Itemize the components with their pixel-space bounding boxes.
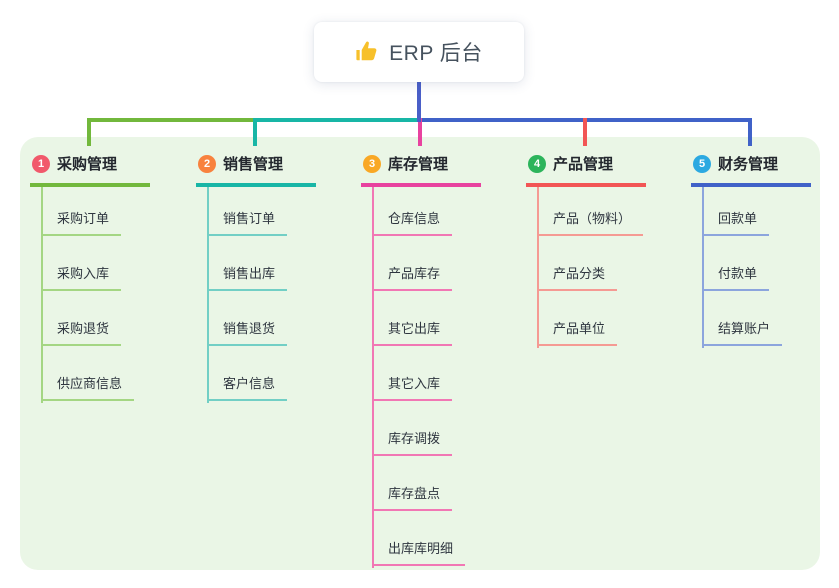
branch-vertical-line [702, 187, 704, 348]
child-row: 结算账户 [702, 291, 839, 346]
branch-header[interactable]: 3 库存管理 [361, 147, 481, 187]
child-node[interactable]: 产品单位 [537, 318, 618, 346]
child-row: 产品分类 [537, 236, 686, 291]
branch-number-badge: 4 [528, 154, 546, 173]
child-node[interactable]: 采购订单 [41, 208, 122, 236]
branch-children: 采购订单采购入库采购退货供应商信息 [41, 187, 190, 403]
child-node[interactable]: 付款单 [702, 263, 770, 291]
branch-drop-line [583, 118, 587, 146]
root-node[interactable]: ERP 后台 [314, 22, 524, 82]
root-stem-line [417, 80, 421, 122]
branch-children: 产品（物料） 产品分类产品单位 [537, 187, 686, 348]
branch-column: 4 产品管理产品（物料） 产品分类产品单位 [526, 147, 686, 348]
child-row: 库存盘点 [372, 456, 521, 511]
child-row: 销售出库 [207, 236, 356, 291]
child-node[interactable]: 出库库明细 [372, 538, 466, 566]
child-row: 客户信息 [207, 346, 356, 401]
branch-number-badge: 1 [32, 154, 50, 173]
branch-vertical-line [207, 187, 209, 403]
branch-number-badge: 5 [693, 154, 711, 173]
thumbs-up-icon [355, 40, 379, 64]
branch-header[interactable]: 1 采购管理 [30, 147, 150, 187]
mindmap-panel [20, 137, 820, 570]
child-row: 仓库信息 [372, 187, 521, 236]
child-row: 库存调拨 [372, 401, 521, 456]
branch-drop-line [418, 118, 422, 146]
child-node[interactable]: 销售出库 [207, 263, 288, 291]
branch-vertical-line [537, 187, 539, 348]
child-node[interactable]: 回款单 [702, 208, 770, 236]
child-row: 采购订单 [41, 187, 190, 236]
branch-drop-line [87, 118, 91, 146]
branch-children: 回款单付款单结算账户 [702, 187, 839, 348]
branch-vertical-line [41, 187, 43, 403]
branch-label: 采购管理 [57, 156, 118, 173]
branch-column: 2 销售管理销售订单销售出库销售退货客户信息 [196, 147, 356, 403]
child-node[interactable]: 产品分类 [537, 263, 618, 291]
child-node[interactable]: 仓库信息 [372, 208, 453, 236]
branch-column: 1 采购管理采购订单采购入库采购退货供应商信息 [30, 147, 190, 403]
child-node[interactable]: 其它出库 [372, 318, 453, 346]
branch-rail-line [253, 118, 419, 122]
branch-drop-line [253, 118, 257, 146]
root-label: ERP 后台 [389, 42, 483, 65]
branch-number-badge: 3 [363, 154, 381, 173]
child-node[interactable]: 销售退货 [207, 318, 288, 346]
branch-rail-line [87, 118, 255, 122]
child-node[interactable]: 其它入库 [372, 373, 453, 401]
branch-label: 销售管理 [223, 156, 284, 173]
child-row: 付款单 [702, 236, 839, 291]
child-node[interactable]: 销售订单 [207, 208, 288, 236]
child-node[interactable]: 产品库存 [372, 263, 453, 291]
branch-vertical-line [372, 187, 374, 568]
child-node[interactable]: 供应商信息 [41, 373, 135, 401]
child-node[interactable]: 库存盘点 [372, 483, 453, 511]
branch-header[interactable]: 2 销售管理 [196, 147, 316, 187]
child-row: 供应商信息 [41, 346, 190, 401]
child-row: 其它出库 [372, 291, 521, 346]
child-row: 采购退货 [41, 291, 190, 346]
branch-header[interactable]: 5 财务管理 [691, 147, 811, 187]
child-row: 销售订单 [207, 187, 356, 236]
child-node[interactable]: 采购入库 [41, 263, 122, 291]
child-node[interactable]: 产品（物料） [537, 208, 644, 236]
child-row: 产品库存 [372, 236, 521, 291]
branch-drop-line [748, 118, 752, 146]
child-row: 产品（物料） [537, 187, 686, 236]
child-row: 回款单 [702, 187, 839, 236]
branch-header[interactable]: 4 产品管理 [526, 147, 646, 187]
child-row: 采购入库 [41, 236, 190, 291]
branch-children: 销售订单销售出库销售退货客户信息 [207, 187, 356, 403]
branch-label: 库存管理 [388, 156, 449, 173]
child-row: 销售退货 [207, 291, 356, 346]
child-node[interactable]: 库存调拨 [372, 428, 453, 456]
branch-column: 3 库存管理仓库信息产品库存其它出库其它入库库存调拨库存盘点出库库明细 [361, 147, 521, 568]
branch-children: 仓库信息产品库存其它出库其它入库库存调拨库存盘点出库库明细 [372, 187, 521, 568]
branch-label: 财务管理 [718, 156, 779, 173]
child-node[interactable]: 结算账户 [702, 318, 783, 346]
child-node[interactable]: 采购退货 [41, 318, 122, 346]
branch-number-badge: 2 [198, 154, 216, 173]
child-node[interactable]: 客户信息 [207, 373, 288, 401]
child-row: 出库库明细 [372, 511, 521, 566]
child-row: 产品单位 [537, 291, 686, 346]
branch-column: 5 财务管理回款单付款单结算账户 [691, 147, 839, 348]
branch-label: 产品管理 [553, 156, 614, 173]
child-row: 其它入库 [372, 346, 521, 401]
